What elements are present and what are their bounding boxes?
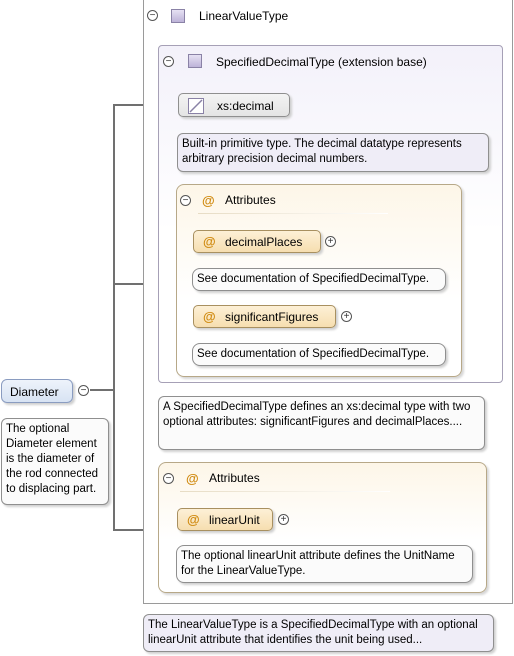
linear-value-type-documentation: The LinearValueType is a SpecifiedDecima… xyxy=(143,614,494,652)
specified-decimal-type-title: SpecifiedDecimalType (extension base) xyxy=(216,55,427,69)
diameter-documentation: The optional Diameter element is the dia… xyxy=(1,418,109,505)
linear-unit-label: linearUnit xyxy=(209,513,260,527)
attributes-icon: @ xyxy=(186,471,199,486)
decimal-places-attribute[interactable]: @ decimalPlaces xyxy=(193,230,321,253)
decimal-places-documentation: See documentation of SpecifiedDecimalTyp… xyxy=(192,268,446,291)
complex-type-icon xyxy=(188,54,202,68)
specified-decimal-type-documentation: A SpecifiedDecimalType defines an xs:dec… xyxy=(158,396,485,450)
diameter-documentation-text: The optional Diameter element is the dia… xyxy=(6,423,99,495)
lvt-attributes-separator xyxy=(180,491,390,492)
significant-figures-documentation-text: See documentation of SpecifiedDecimalTyp… xyxy=(197,348,430,360)
linear-value-type-title: LinearValueType xyxy=(199,9,289,23)
linear-unit-documentation: The optional linearUnit attribute define… xyxy=(176,545,473,583)
xs-decimal-node[interactable]: xs:decimal xyxy=(178,93,290,117)
diameter-element[interactable]: Diameter xyxy=(1,379,73,403)
collapse-linear-value-type-icon[interactable]: − xyxy=(147,10,158,21)
complex-type-icon xyxy=(171,9,185,23)
attribute-icon: @ xyxy=(187,512,200,527)
significant-figures-attribute[interactable]: @ significantFigures xyxy=(193,305,336,328)
attribute-icon: @ xyxy=(203,309,216,324)
linear-unit-documentation-text: The optional linearUnit attribute define… xyxy=(181,550,455,577)
expand-decimal-places-icon[interactable]: + xyxy=(325,236,336,247)
specified-decimal-type-documentation-text: A SpecifiedDecimalType defines an xs:dec… xyxy=(163,401,471,428)
collapse-lvt-attributes-icon[interactable]: − xyxy=(163,473,174,484)
xs-decimal-documentation-text: Built-in primitive type. The decimal dat… xyxy=(182,138,462,165)
simple-type-icon xyxy=(188,98,204,114)
diameter-label: Diameter xyxy=(10,385,59,399)
collapse-specified-decimal-type-icon[interactable]: − xyxy=(163,56,174,67)
xs-decimal-label: xs:decimal xyxy=(217,99,274,113)
attributes-icon: @ xyxy=(202,193,215,208)
decimal-places-documentation-text: See documentation of SpecifiedDecimalTyp… xyxy=(197,273,430,285)
linear-value-type-documentation-text: The LinearValueType is a SpecifiedDecima… xyxy=(148,619,478,646)
significant-figures-label: significantFigures xyxy=(225,310,319,324)
connector-spine xyxy=(113,105,115,530)
linear-unit-attribute[interactable]: @ linearUnit xyxy=(177,508,273,531)
decimal-places-label: decimalPlaces xyxy=(225,235,303,249)
connector-root-to-spine xyxy=(90,389,114,391)
expand-significant-figures-icon[interactable]: + xyxy=(341,311,352,322)
attribute-icon: @ xyxy=(203,234,216,249)
collapse-sdt-attributes-icon[interactable]: − xyxy=(180,195,191,206)
lvt-attributes-title: Attributes xyxy=(209,471,260,485)
xs-decimal-documentation: Built-in primitive type. The decimal dat… xyxy=(177,133,489,172)
sdt-attributes-separator xyxy=(198,213,388,214)
expand-linear-unit-icon[interactable]: + xyxy=(278,514,289,525)
connector-to-lvt-attributes xyxy=(113,529,161,531)
collapse-diameter-icon[interactable]: − xyxy=(78,385,89,396)
sdt-attributes-title: Attributes xyxy=(225,193,276,207)
significant-figures-documentation: See documentation of SpecifiedDecimalTyp… xyxy=(192,343,446,366)
